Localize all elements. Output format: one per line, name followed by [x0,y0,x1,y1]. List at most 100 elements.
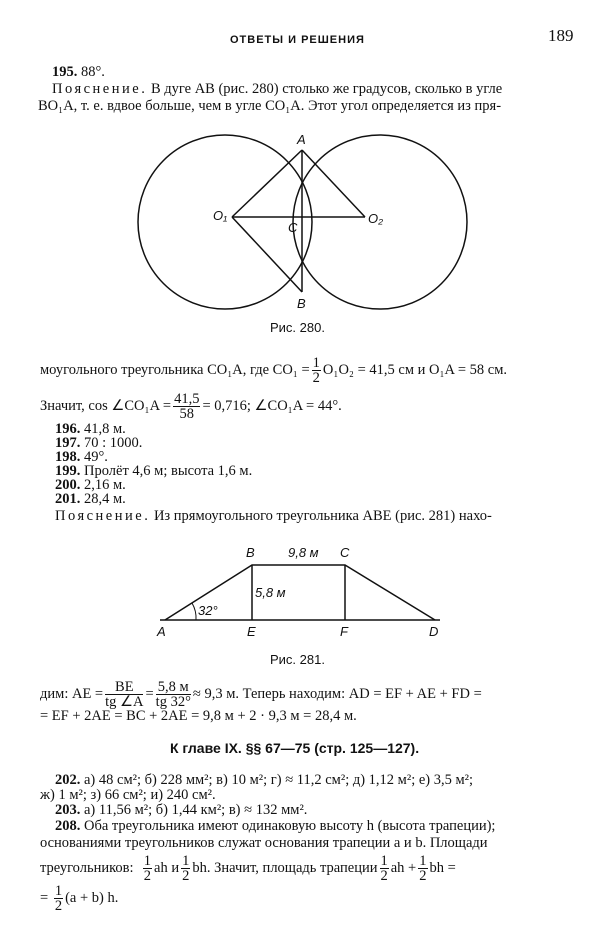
answer-text: 2,16 м. [84,477,126,493]
problem-number: 201. [55,491,81,507]
problem-number: 208. [55,818,81,834]
answer-text: Оба треугольника имеют одинаковую высоту… [84,818,496,834]
figure-281-caption: Рис. 281. [270,652,325,667]
label-b: B [246,545,255,560]
figure-281: B C A D E F 9,8 м 5,8 м 32° [156,545,440,639]
answer-208-line1: 208. Оба треугольника имеют одинаковую в… [55,818,495,834]
answer-text: 70 : 1000. [84,435,143,451]
denominator: 58 [179,406,195,422]
label-f: F [340,624,349,639]
explanation-195-line2: BO₁A, т. е. вдвое больше, чем в угле CO₁… [38,98,502,114]
answer-text: 28,4 м. [84,491,126,507]
numerator: 1 [142,853,153,869]
figure-280: A B C O₁ O₂ [137,132,468,311]
denominator: tg ∠A [105,694,144,710]
explanation-201-line1: Пояснение. Из прямоугольного треугольник… [55,508,492,524]
running-header: ОТВЕТЫ И РЕШЕНИЯ [230,34,365,46]
figure-280-caption: Рис. 280. [270,320,325,335]
circle-o2 [292,134,468,310]
text: O₁O₂ = 41,5 см и O₁A = 58 см. [322,361,508,378]
problem-number: 202. [55,772,81,788]
answer-200: 200. 2,16 м. [55,477,126,493]
answer-text: а) 11,56 м²; б) 1,44 км²; в) ≈ 132 мм². [84,802,308,818]
text: моугольного треугольника CO₁A, где CO₁ = [40,361,310,378]
explanation-195-line3: моугольного треугольника CO₁A, где CO₁ =… [40,355,508,386]
text: ah и [154,859,180,876]
text: дим: AE = [40,685,104,702]
text: треугольников: [40,859,134,876]
circle-o1 [137,134,313,310]
segment-ao2 [301,149,366,218]
label-e: E [247,624,256,639]
answer-198: 198. 49°. [55,449,108,465]
segment-o1b [231,216,303,293]
angle-arc [191,602,197,621]
denominator: 2 [312,370,320,386]
label-b: B [297,296,306,311]
explanation-201-formula2: = EF + 2AE = BC + 2AE = 9,8 м + 2 · 9,3 … [40,708,357,724]
answer-text: 49°. [84,449,108,465]
answer-text: 41,8 м. [84,421,126,437]
label-angle: 32° [198,603,218,618]
text: = [40,889,49,906]
label-be-length: 5,8 м [255,585,286,600]
section-heading: К главе IX. §§ 67—75 (стр. 125—127). [170,740,420,756]
explanation-label: Пояснение. [55,508,151,524]
problem-number: 200. [55,477,81,493]
numerator: 1 [418,853,428,869]
problem-number: 198. [55,449,81,465]
problem-number: 199. [55,463,81,479]
answer-201: 201. 28,4 м. [55,491,126,507]
problem-number: 203. [55,802,81,818]
label-c: C [340,545,350,560]
label-c: C [288,220,298,235]
numerator: 5,8 м [155,680,191,695]
denominator: 2 [380,868,388,884]
label-bc-length: 9,8 м [288,545,319,560]
answer-195: 195. 88°. [52,64,105,80]
answer-199: 199. Пролёт 4,6 м; высота 1,6 м. [55,463,252,479]
numerator: 1 [311,355,321,371]
trapezoid-sides [164,564,436,621]
text: Из прямоугольного треугольника ABE (рис.… [153,508,492,524]
numerator: 1 [181,853,191,869]
text: ah + [390,859,417,876]
text: В дуге AB (рис. 280) столько же градусов… [150,81,503,97]
denominator: 2 [54,898,63,914]
numerator: 1 [53,883,64,899]
text: = [145,685,154,702]
text: bh. Значит, площадь трапеции [192,859,378,876]
problem-number: 196. [55,421,81,437]
denominator: 2 [182,868,190,884]
text: Значит, cos ∠CO₁A = [40,397,172,414]
text: bh = [429,859,456,876]
page-number: 189 [548,26,574,45]
answer-202-line1: 202. а) 48 см²; б) 228 мм²; в) 10 м²; г)… [55,772,473,788]
text: = 0,716; ∠CO₁A = 44°. [202,397,342,414]
label-o1: O₁ [213,208,227,223]
answer-text: а) 48 см²; б) 228 мм²; в) 10 м²; г) ≈ 11… [84,772,474,788]
answer-text: 88°. [81,64,105,80]
explanation-label: Пояснение. [52,81,148,97]
label-o2: O₂ [368,211,383,226]
answer-202-line2: ж) 1 м²; з) 66 см²; и) 240 см². [40,787,216,803]
problem-number: 197. [55,435,81,451]
denominator: 2 [419,868,427,884]
label-d: D [429,624,438,639]
segment-o1a [231,149,303,218]
denominator: tg 32° [155,694,191,710]
answer-203: 203. а) 11,56 м²; б) 1,44 км²; в) ≈ 132 … [55,802,307,818]
